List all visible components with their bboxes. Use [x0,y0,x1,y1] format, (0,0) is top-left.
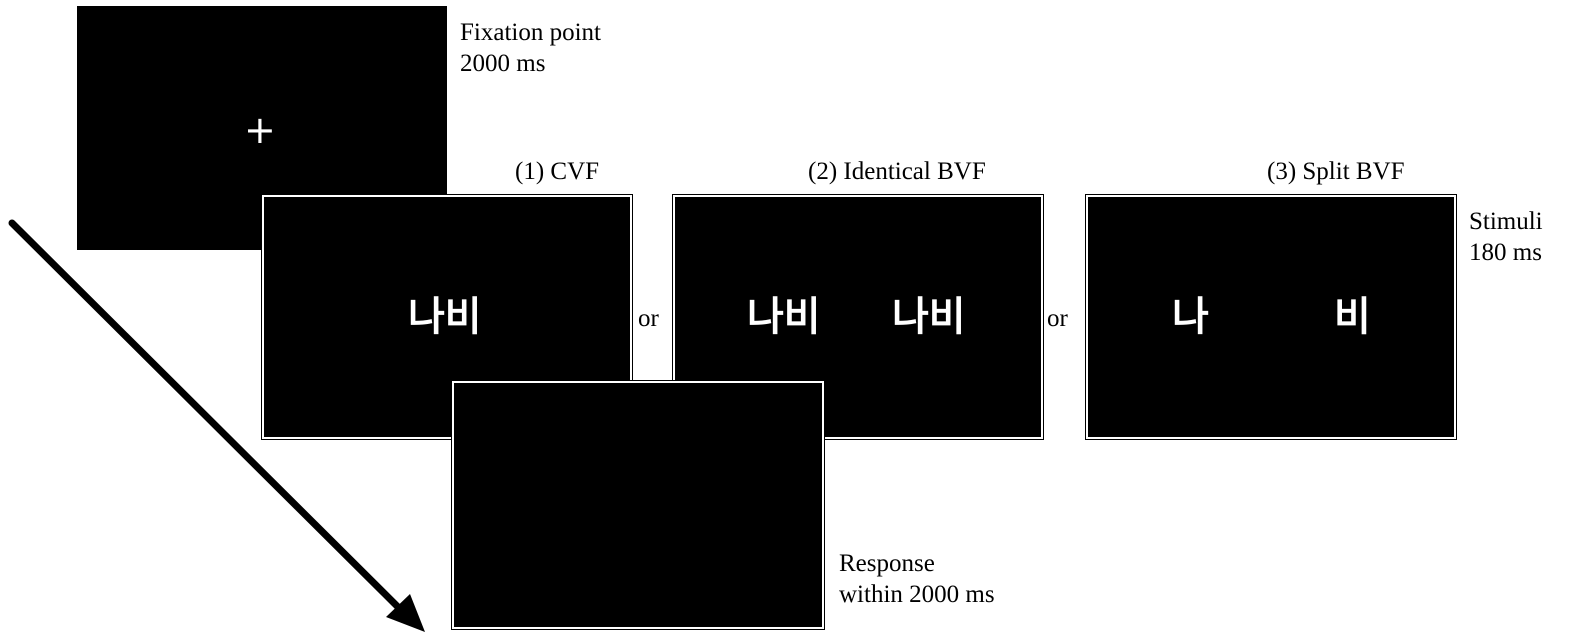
fixation-label-line1: Fixation point [460,19,601,46]
stimuli-label-line2: 180 ms [1469,239,1542,266]
stimulus-syllable-right: 비 [1334,294,1371,340]
fixation-label: Fixation point 2000 ms [460,17,601,79]
stimuli-label-line1: Stimuli [1469,208,1543,235]
stimulus-screen-split-bvf: 나 비 [1085,194,1457,440]
fixation-label-line2: 2000 ms [460,50,546,77]
condition-title-split-bvf: (3) Split BVF [1267,158,1405,185]
condition-title-cvf: (1) CVF [515,158,600,185]
condition-title-identical-bvf: (2) Identical BVF [808,158,986,185]
or-separator-1: or [638,305,659,332]
response-label-line2: within 2000 ms [839,581,995,608]
response-screen [451,380,825,630]
stimulus-word-left: 나비 [747,294,821,340]
or-separator-2: or [1047,305,1068,332]
response-label: Response within 2000 ms [839,548,995,610]
stimulus-screen-cvf: 나비 [261,194,633,440]
stimulus-word-right: 나비 [892,294,966,340]
fixation-cross: + [244,108,276,152]
stimulus-syllable-left: 나 [1172,294,1209,340]
stimuli-label: Stimuli 180 ms [1469,206,1543,268]
stimulus-word-center: 나비 [408,294,482,340]
response-label-line1: Response [839,550,935,577]
